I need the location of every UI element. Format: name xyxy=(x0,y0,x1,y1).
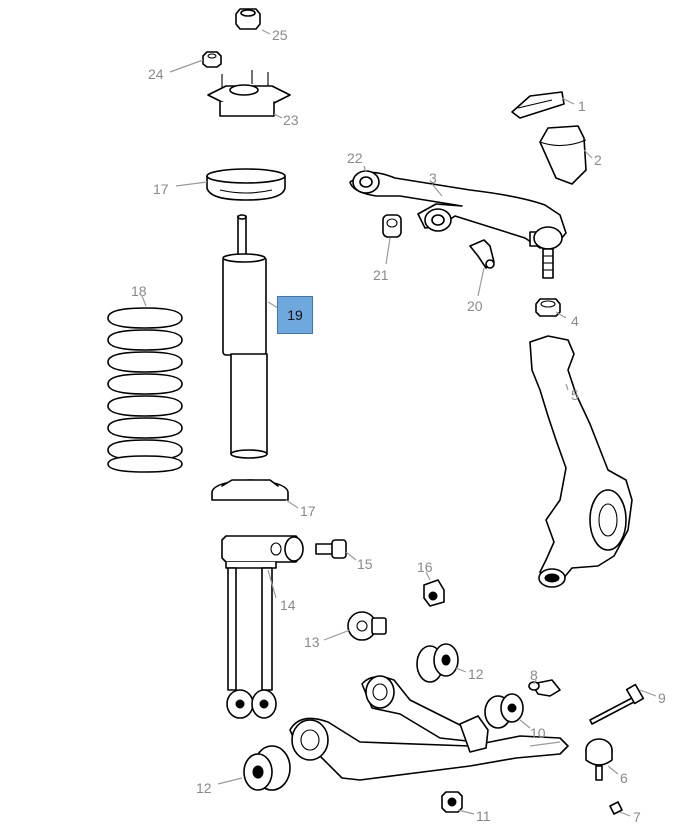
callout-7: 7 xyxy=(633,809,641,825)
callout-21: 21 xyxy=(373,267,389,283)
part-coil-spring xyxy=(107,307,183,473)
part-ball-joint xyxy=(585,738,613,781)
callout-15: 15 xyxy=(357,556,373,572)
callout-17-bottom: 17 xyxy=(300,503,316,519)
part-cover xyxy=(511,91,565,119)
callout-1: 1 xyxy=(578,98,586,114)
leader-lines xyxy=(141,29,657,817)
callout-18: 18 xyxy=(131,283,147,299)
callout-2: 2 xyxy=(594,152,602,168)
part-lower-spring-seat xyxy=(211,479,289,501)
part-bushing-nut xyxy=(382,214,402,238)
part-long-bolt xyxy=(589,683,645,725)
callout-10: 10 xyxy=(530,725,546,741)
part-top-nut xyxy=(235,8,261,30)
callout-20: 20 xyxy=(467,298,483,314)
callout-17-top: 17 xyxy=(153,181,169,197)
part-steering-knuckle xyxy=(529,335,633,588)
callout-16: 16 xyxy=(417,559,433,575)
callout-8: 8 xyxy=(530,667,538,683)
part-nut-11 xyxy=(441,791,463,813)
part-strut-fork xyxy=(221,535,304,719)
callout-19-highlighted: 19 xyxy=(277,296,313,334)
callout-23: 23 xyxy=(283,112,299,128)
callout-11: 11 xyxy=(476,808,491,824)
part-bushing-10 xyxy=(484,693,524,729)
part-small-nut xyxy=(202,51,222,68)
part-clip xyxy=(609,801,623,815)
part-bolt-15 xyxy=(315,539,347,559)
callout-14: 14 xyxy=(280,597,296,613)
callout-9: 9 xyxy=(658,690,666,706)
part-upper-control-arm xyxy=(349,170,567,279)
callout-24: 24 xyxy=(148,66,164,82)
part-bushing-12-left xyxy=(243,745,291,791)
part-top-mount xyxy=(207,70,291,117)
callout-22: 22 xyxy=(347,150,363,166)
callout-5: 5 xyxy=(571,387,579,403)
part-nut-4 xyxy=(535,298,561,317)
part-bushing-12-right xyxy=(416,643,459,683)
part-sensor xyxy=(469,239,495,269)
callout-6: 6 xyxy=(620,770,628,786)
callout-4: 4 xyxy=(571,313,579,329)
part-shock-absorber xyxy=(222,214,268,459)
callout-25: 25 xyxy=(272,27,288,43)
callout-12-left: 12 xyxy=(196,780,212,796)
callout-12-right: 12 xyxy=(468,666,484,682)
part-cam-bolt xyxy=(347,611,387,641)
part-upper-spring-seat xyxy=(206,168,286,201)
part-bushing-16 xyxy=(423,579,445,607)
callout-3: 3 xyxy=(429,170,437,186)
part-link-8 xyxy=(528,679,561,697)
part-lower-control-arm xyxy=(289,675,569,781)
callout-13: 13 xyxy=(304,634,320,650)
part-bump-stop xyxy=(539,125,587,185)
